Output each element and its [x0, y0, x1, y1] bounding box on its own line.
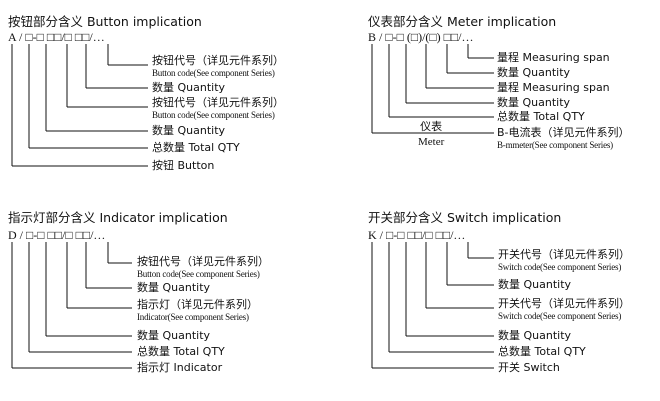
- label-quantity: 数量 Quantity: [498, 330, 571, 342]
- label-quantity: 数量 Quantity: [497, 67, 570, 79]
- label-total-qty: 总数量 Total QTY: [152, 142, 240, 154]
- label-text: 总数量 Total QTY: [498, 345, 586, 358]
- connector-lines: [371, 242, 494, 369]
- label-text: 数量 Quantity: [497, 66, 571, 79]
- label-text: 指示灯（详见元件系列）: [137, 298, 258, 311]
- label-text: 数量 Quantity: [152, 81, 226, 94]
- label-text: 指示灯 Indicator: [137, 361, 223, 374]
- label-quantity: 数量 Quantity: [152, 125, 225, 137]
- label-subtext: Button code(See component Series): [152, 68, 275, 78]
- label-button: 按钮 Button: [152, 160, 214, 172]
- connector-lines: [11, 242, 132, 369]
- label-indicator-code: 指示灯（详见元件系列）Indicator(See component Serie…: [137, 299, 258, 323]
- indicator-panel: 指示灯部分含义 Indicator implication D / □-□ □□…: [0, 200, 330, 401]
- label-text: 数量 Quantity: [137, 329, 211, 342]
- label-total-qty: 总数量 Total QTY: [497, 111, 585, 123]
- label-meter: 仪表 Meter: [418, 120, 445, 149]
- label-quantity: 数量 Quantity: [498, 279, 571, 291]
- label-button-code: 按钮代号（详见元件系列）Button code(See component Se…: [137, 256, 269, 280]
- label-measuring-span: 量程 Measuring span: [497, 82, 610, 94]
- label-subtext: Switch code(See component Series): [498, 311, 622, 321]
- label-text: 开关 Switch: [498, 361, 560, 374]
- code-format: A / □-□ □□/□ □□/…: [8, 30, 105, 44]
- label-text: 开关代号（详见元件系列）: [498, 297, 630, 310]
- label-text: B-电流表（详见元件系列）: [497, 126, 630, 139]
- panel-title: 按钮部分含义 Button implication: [8, 14, 202, 29]
- label-text: 数量 Quantity: [498, 329, 572, 342]
- label-text: 量程 Measuring span: [497, 81, 610, 94]
- label-text: 按钮代号（详见元件系列）: [152, 54, 284, 67]
- label-subtext: Switch code(See component Series): [498, 262, 622, 272]
- label-switch: 开关 Switch: [498, 362, 560, 374]
- label-subtext: Meter: [418, 136, 445, 148]
- label-switch-code: 开关代号（详见元件系列）Switch code(See component Se…: [498, 298, 630, 322]
- label-subtext: Indicator(See component Series): [137, 312, 249, 322]
- label-button-code: 按钮代号（详见元件系列）Button code(See component Se…: [152, 97, 284, 121]
- label-text: 数量 Quantity: [137, 281, 211, 294]
- label-button-code: 按钮代号（详见元件系列）Button code(See component Se…: [152, 55, 284, 79]
- label-total-qty: 总数量 Total QTY: [498, 346, 586, 358]
- switch-panel: 开关部分含义 Switch implication K / □-□ □□/□ □…: [330, 200, 660, 401]
- label-quantity: 数量 Quantity: [497, 97, 570, 109]
- label-text: 开关代号（详见元件系列）: [498, 248, 630, 261]
- label-text: 总数量 Total QTY: [497, 110, 585, 123]
- label-text: 量程 Measuring span: [497, 51, 610, 64]
- label-text: 按钮代号（详见元件系列）: [152, 96, 284, 109]
- label-measuring-span: 量程 Measuring span: [497, 52, 610, 64]
- label-indicator: 指示灯 Indicator: [137, 362, 222, 374]
- button-panel: 按钮部分含义 Button implication A / □-□ □□/□ □…: [0, 0, 330, 200]
- label-text: 按钮 Button: [152, 159, 215, 172]
- label-quantity: 数量 Quantity: [137, 282, 210, 294]
- meter-panel: 仪表部分含义 Meter implication B / □-□ (□)/(□)…: [330, 0, 660, 200]
- label-text: 总数量 Total QTY: [137, 345, 225, 358]
- label-text: 数量 Quantity: [152, 124, 226, 137]
- label-subtext: Button code(See component Series): [137, 269, 260, 279]
- code-format: B / □-□ (□)/(□) □□/…: [368, 30, 474, 44]
- label-subtext: Button code(See component Series): [152, 110, 275, 120]
- label-text: 总数量 Total QTY: [152, 141, 240, 154]
- panel-title: 仪表部分含义 Meter implication: [368, 14, 557, 29]
- label-text: 数量 Quantity: [498, 278, 572, 291]
- label-text: 数量 Quantity: [497, 96, 571, 109]
- panel-title: 开关部分含义 Switch implication: [368, 210, 562, 225]
- label-switch-code: 开关代号（详见元件系列）Switch code(See component Se…: [498, 249, 630, 273]
- label-quantity: 数量 Quantity: [137, 330, 210, 342]
- panel-title: 指示灯部分含义 Indicator implication: [8, 210, 228, 225]
- code-format: D / □-□ □□/□ □□/…: [8, 228, 106, 242]
- label-total-qty: 总数量 Total QTY: [137, 346, 225, 358]
- label-subtext: B-mmeter(See component Series): [497, 140, 613, 150]
- connector-lines: [371, 44, 494, 134]
- connector-lines: [11, 44, 148, 167]
- label-text: 按钮代号（详见元件系列）: [137, 255, 269, 268]
- label-text: 仪表: [420, 120, 443, 133]
- code-format: K / □-□ □□/□ □□/…: [368, 228, 466, 242]
- label-quantity: 数量 Quantity: [152, 82, 225, 94]
- label-meter-type: B-电流表（详见元件系列）B-mmeter(See component Seri…: [497, 127, 630, 151]
